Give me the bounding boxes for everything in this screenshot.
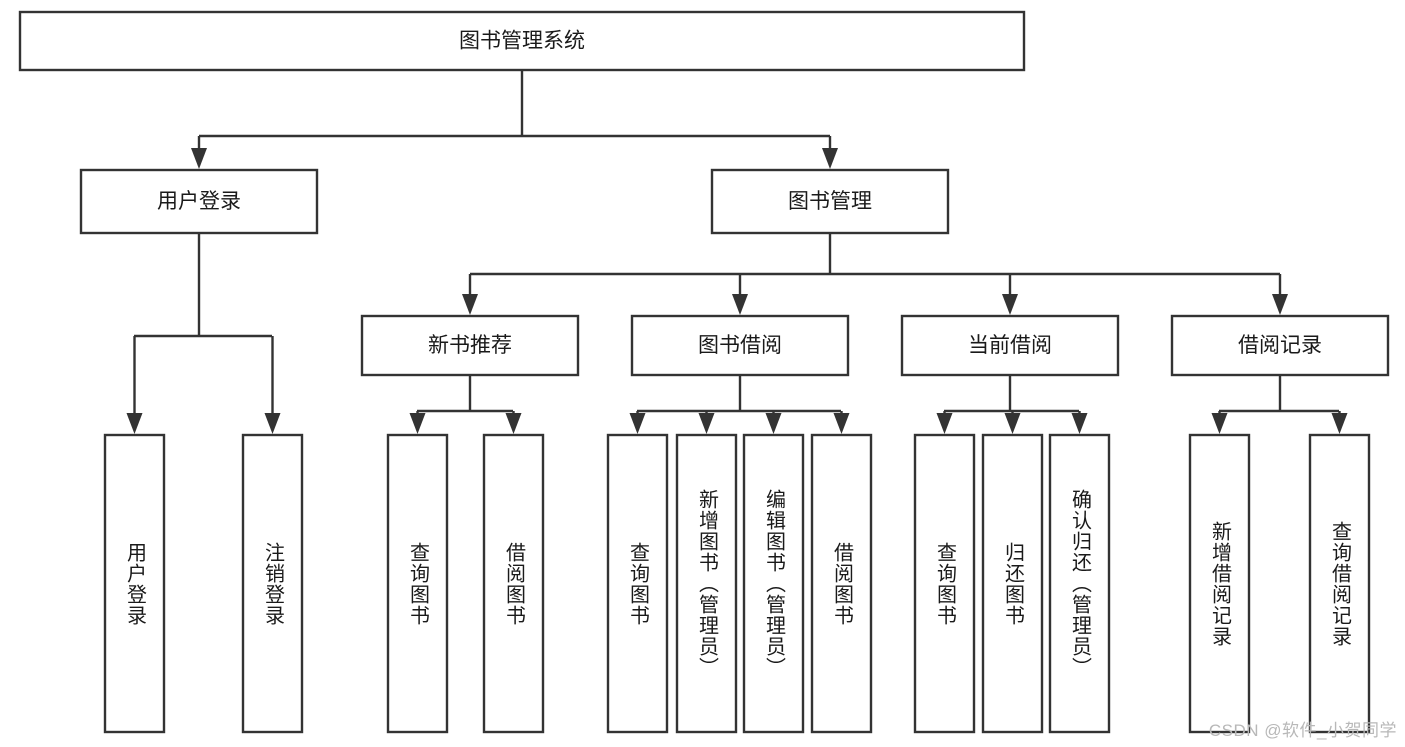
connector-arrow-leaf-borrow-query bbox=[629, 411, 646, 434]
node-box-leaf-rec-search[interactable] bbox=[1308, 433, 1371, 734]
node-box-leaf-cur-confirm[interactable] bbox=[1048, 433, 1111, 734]
node-box-book-borrow[interactable] bbox=[630, 314, 850, 377]
arrow-head-icon bbox=[765, 413, 782, 434]
arrow-head-icon bbox=[126, 413, 143, 434]
connector-group bbox=[134, 233, 272, 338]
connector-group bbox=[1219, 375, 1339, 413]
connector-arrow-leaf-cur-return bbox=[1004, 411, 1021, 434]
node-box-root[interactable] bbox=[18, 10, 1026, 72]
node-box-leaf-rec-borrow[interactable] bbox=[482, 433, 545, 734]
arrow-head-icon bbox=[462, 294, 478, 315]
arrow-head-icon bbox=[1002, 294, 1018, 315]
arrow-head-icon bbox=[1071, 413, 1088, 434]
arrow-head-icon bbox=[698, 413, 715, 434]
watermark: CSDN @软件_小贺同学 bbox=[1208, 721, 1397, 740]
arrow-head-icon bbox=[629, 413, 646, 434]
arrow-head-icon bbox=[833, 413, 850, 434]
connector-arrow-leaf-rec-add bbox=[1211, 411, 1228, 434]
node-label-user-login: 用户登录 bbox=[157, 190, 241, 213]
arrow-head-icon bbox=[191, 148, 207, 169]
arrow-head-icon bbox=[822, 148, 838, 169]
connector-arrow-leaf-borrow-add bbox=[698, 411, 715, 434]
node-box-leaf-user-login[interactable] bbox=[103, 433, 166, 734]
connector-arrow-leaf-rec-query bbox=[409, 411, 426, 434]
node-label-book-manage: 图书管理 bbox=[788, 190, 872, 213]
node-box-borrow-record[interactable] bbox=[1170, 314, 1390, 377]
node-box-leaf-rec-add[interactable] bbox=[1188, 433, 1251, 734]
connector-arrow-leaf-cur-query bbox=[936, 411, 953, 434]
node-box-user-login[interactable] bbox=[79, 168, 319, 235]
node-box-current-borrow[interactable] bbox=[900, 314, 1120, 377]
connector-group bbox=[199, 70, 830, 138]
node-box-new-book-rec[interactable] bbox=[360, 314, 580, 377]
node-label-book-borrow: 图书借阅 bbox=[698, 334, 782, 357]
arrow-head-icon bbox=[936, 413, 953, 434]
connector-group bbox=[417, 375, 513, 413]
arrow-head-icon bbox=[1272, 294, 1288, 315]
connector-arrow-leaf-borrow-edit bbox=[765, 411, 782, 434]
node-box-book-manage[interactable] bbox=[710, 168, 950, 235]
connector-arrow-new-book-rec bbox=[462, 274, 478, 315]
connector-group bbox=[637, 375, 841, 413]
node-box-leaf-cur-return[interactable] bbox=[981, 433, 1044, 734]
node-box-leaf-borrow-query[interactable] bbox=[606, 433, 669, 734]
node-box-leaf-borrow-edit[interactable] bbox=[742, 433, 805, 734]
connector-arrow-borrow-record bbox=[1272, 274, 1288, 315]
node-box-leaf-rec-query[interactable] bbox=[386, 433, 449, 734]
connector-group bbox=[470, 233, 1280, 276]
node-box-leaf-borrow-add[interactable] bbox=[675, 433, 738, 734]
boxes-layer bbox=[18, 10, 1390, 734]
connector-arrow-book-borrow bbox=[732, 274, 748, 315]
arrow-head-icon bbox=[1331, 413, 1348, 434]
arrow-head-icon bbox=[264, 413, 281, 434]
node-box-leaf-borrow-book[interactable] bbox=[810, 433, 873, 734]
connector-arrow-leaf-cur-confirm bbox=[1071, 411, 1088, 434]
node-box-leaf-cur-query[interactable] bbox=[913, 433, 976, 734]
arrow-head-icon bbox=[1004, 413, 1021, 434]
connector-arrow-user-login bbox=[191, 136, 207, 169]
node-label-root: 图书管理系统 bbox=[459, 30, 585, 53]
arrow-head-icon bbox=[409, 413, 426, 434]
connector-arrow-leaf-rec-borrow bbox=[505, 411, 522, 434]
connectors-layer bbox=[126, 70, 1348, 434]
node-label-current-borrow: 当前借阅 bbox=[968, 334, 1052, 357]
node-label-borrow-record: 借阅记录 bbox=[1238, 334, 1322, 357]
connector-arrow-leaf-rec-search bbox=[1331, 411, 1348, 434]
connector-arrow-current-borrow bbox=[1002, 274, 1018, 315]
connector-arrow-leaf-user-logout bbox=[264, 336, 281, 434]
node-box-leaf-user-logout[interactable] bbox=[241, 433, 304, 734]
connector-arrow-book-manage bbox=[822, 136, 838, 169]
node-label-new-book-rec: 新书推荐 bbox=[428, 334, 512, 357]
connector-arrow-leaf-user-login bbox=[126, 336, 143, 434]
arrow-head-icon bbox=[505, 413, 522, 434]
arrow-head-icon bbox=[732, 294, 748, 315]
connector-arrow-leaf-borrow-book bbox=[833, 411, 850, 434]
connector-group bbox=[944, 375, 1079, 413]
arrow-head-icon bbox=[1211, 413, 1228, 434]
